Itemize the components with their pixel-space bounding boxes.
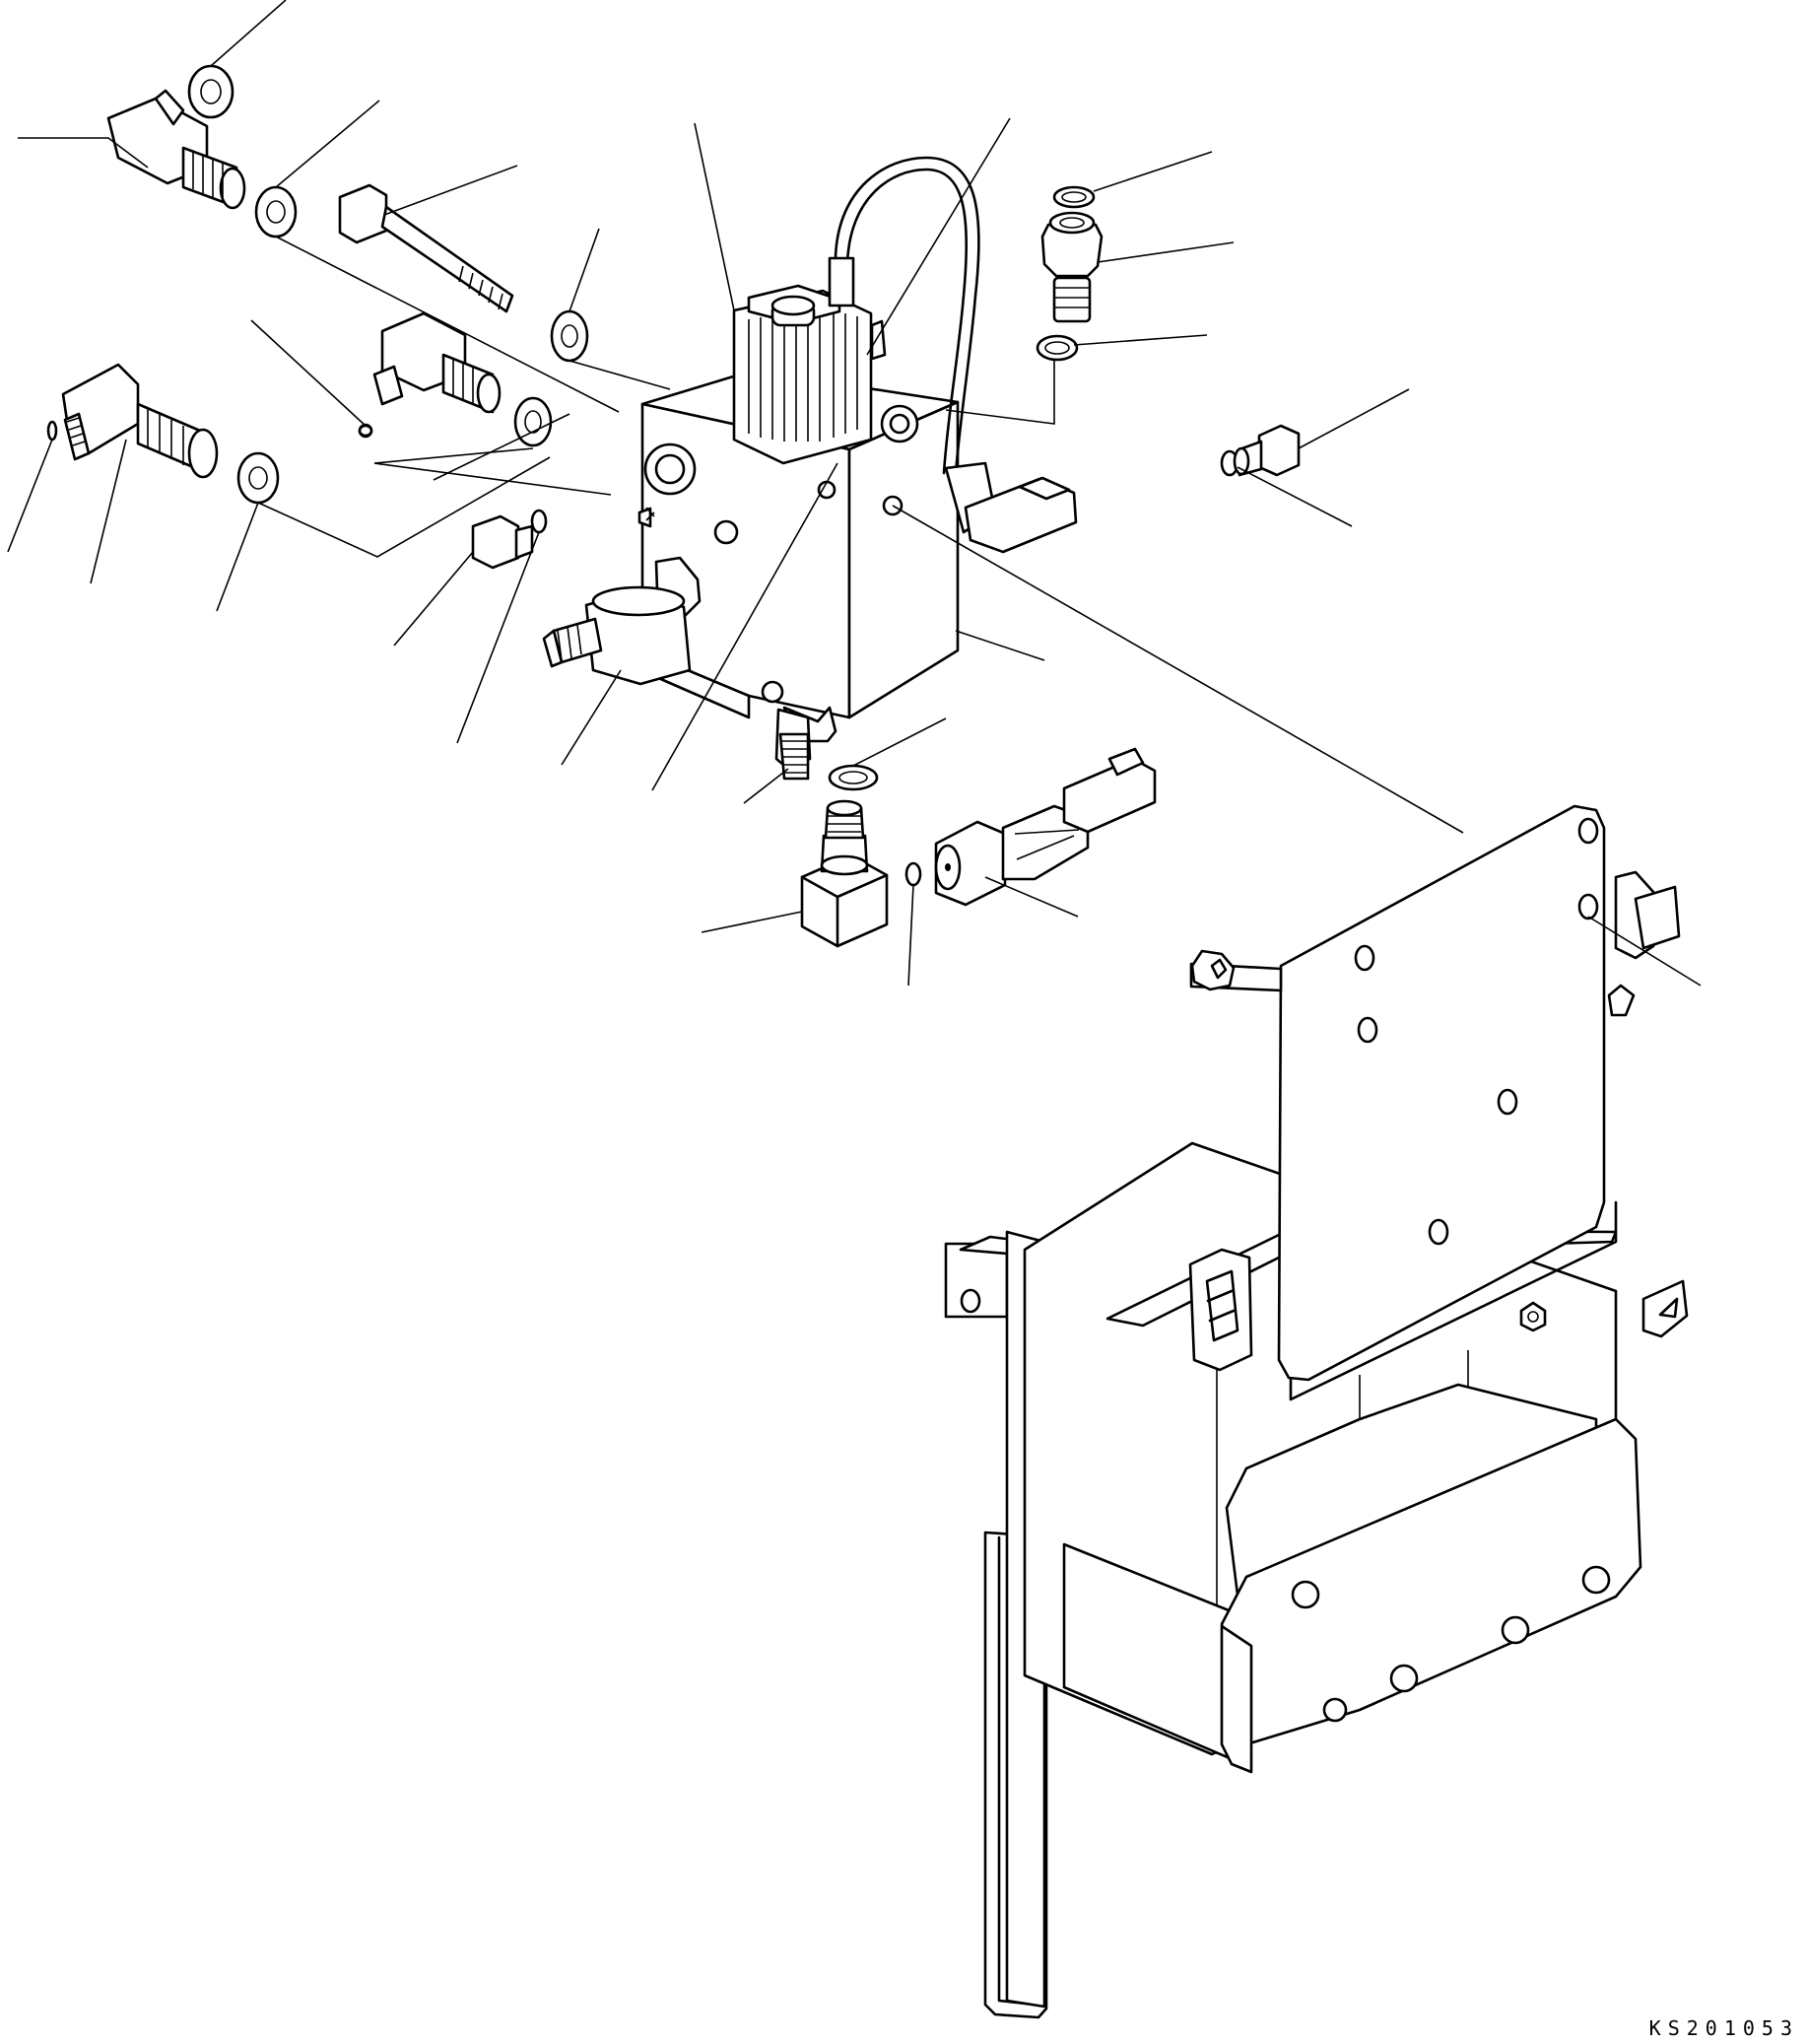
drawing-code-label: KS201053 [1648,2016,1799,2040]
o-rings [46,185,1239,887]
pressure-switch-part [542,585,692,686]
small-o-ring-mid-part [358,424,373,438]
hex-plug-part [471,514,534,570]
leader-lines [7,0,1702,987]
valve-stem-part [774,708,812,781]
straight-connector-top-part [1040,211,1104,323]
coil-wire-harness-part [828,156,1078,554]
elbow-fitting-mid-part [372,311,502,414]
side-connector-part [1607,870,1681,1017]
washers [187,64,589,505]
plug-right-part [1233,424,1301,477]
pressure-sensor-part [934,747,1157,907]
solenoid-coil-part [732,284,887,465]
elbow-fitting-upper-part [106,89,246,210]
harness-connector-in-box [1188,1248,1253,1372]
elbow-45-part [61,363,219,479]
mounting-bolt-part [338,183,514,313]
tee-fitting-part [800,799,889,948]
